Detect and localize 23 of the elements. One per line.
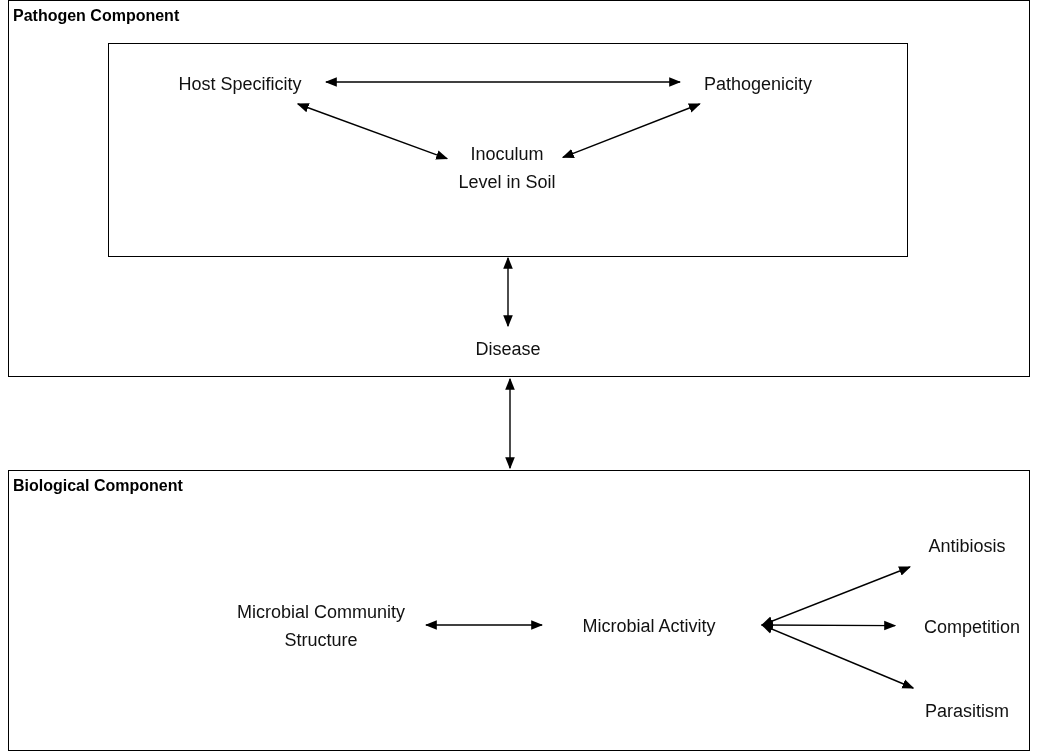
node-label: Parasitism — [913, 697, 1021, 725]
inner-box — [108, 43, 908, 257]
double-arrow — [760, 566, 911, 626]
node-label: Inoculum Level in Soil — [457, 140, 557, 224]
double-arrow — [760, 624, 915, 689]
component-title: Biological Component — [13, 477, 183, 495]
component-box — [8, 0, 1030, 377]
node-label: Disease — [463, 335, 553, 363]
node-label: Pathogenicity — [690, 70, 826, 98]
node-label: Microbial Community Structure — [223, 598, 419, 654]
double-arrow — [561, 103, 701, 159]
double-arrow — [296, 103, 449, 160]
double-arrow — [503, 256, 513, 328]
component-box — [8, 470, 1030, 751]
component-title: Pathogen Component — [13, 7, 180, 25]
node-label: Competition — [904, 613, 1040, 641]
node-label: Antibiosis — [913, 532, 1021, 560]
node-label: Microbial Activity — [551, 612, 747, 640]
double-arrow — [324, 77, 682, 87]
double-arrow — [424, 620, 544, 630]
double-arrow — [505, 377, 515, 470]
node-label: Host Specificity — [160, 70, 320, 98]
double-arrow — [760, 620, 897, 631]
